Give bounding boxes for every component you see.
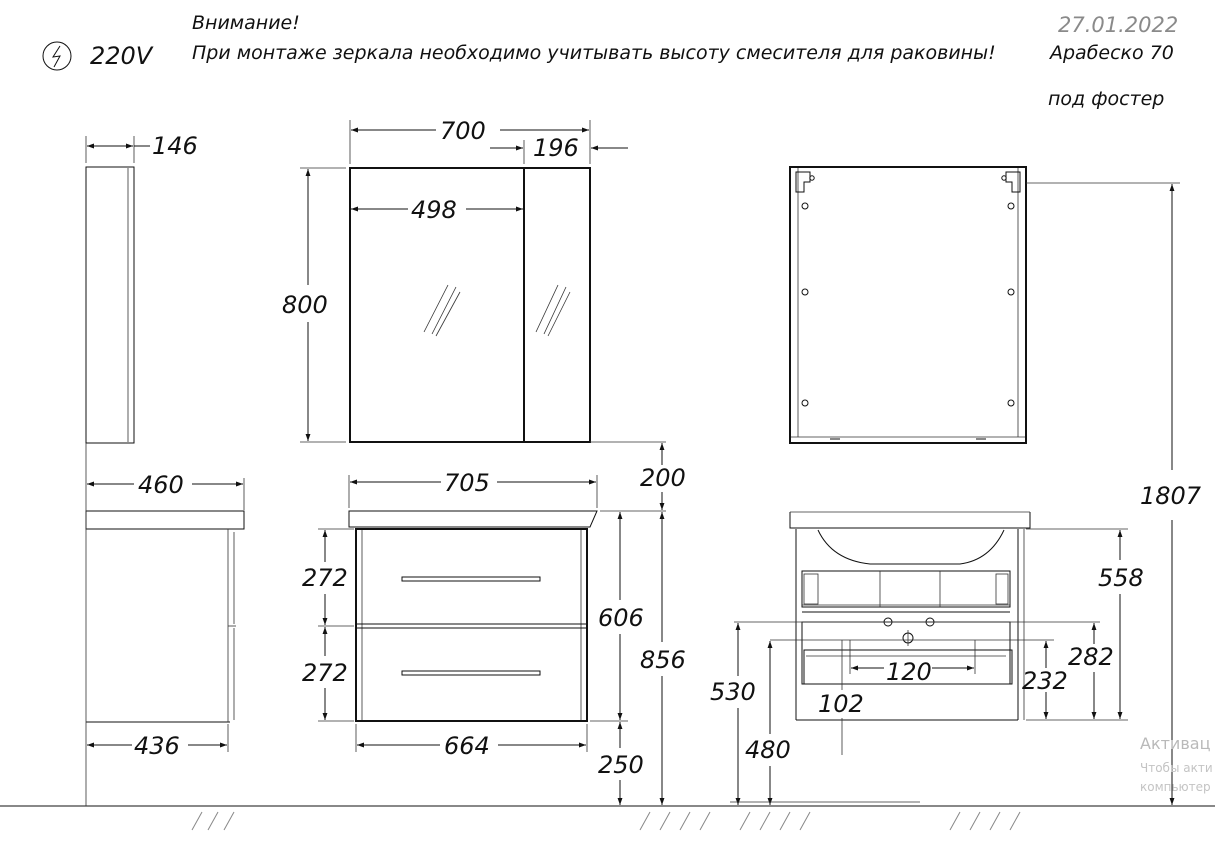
dim-cabinet-depth: 436 bbox=[134, 732, 180, 760]
dim-drawer-1-height: 272 bbox=[302, 564, 348, 592]
dim-pipe-bottom-height: 480 bbox=[745, 736, 791, 764]
dim-mirror-width: 700 bbox=[440, 117, 486, 145]
dim-pipe-zone-height: 282 bbox=[1068, 643, 1114, 671]
watermark-line-1: Чтобы акти bbox=[1140, 761, 1213, 775]
dim-gap-to-basin: 200 bbox=[640, 464, 686, 492]
drawer-1-handle bbox=[401, 576, 541, 582]
dim-mirror-depth: 146 bbox=[152, 132, 198, 160]
lightning-bolt-circle-icon bbox=[42, 41, 72, 71]
voltage-label: 220V bbox=[90, 42, 154, 70]
drawing-date: 27.01.2022 bbox=[1058, 13, 1178, 37]
warning-text: При монтаже зеркала необходимо учитывать… bbox=[192, 42, 996, 64]
watermark-line-2: компьютер bbox=[1140, 780, 1211, 794]
mirror-front-view: 700 196 498 800 200 bbox=[282, 117, 686, 512]
watermark-title: Активац bbox=[1140, 734, 1211, 753]
drawer-2-handle bbox=[401, 670, 541, 676]
dim-cabinet-width: 664 bbox=[444, 732, 490, 760]
floor bbox=[0, 443, 1215, 831]
activation-watermark: Активац Чтобы акти компьютер bbox=[1140, 734, 1213, 794]
model-name: Арабеско 70 bbox=[1048, 42, 1174, 64]
cabinet-side-view: 460 436 bbox=[85, 471, 245, 760]
floor-hatch-icon bbox=[191, 811, 1021, 831]
mirror-side-view: 146 bbox=[85, 132, 198, 444]
cabinet-front-view: 705 272 272 664 606 856 250 bbox=[302, 469, 686, 805]
dim-basin-depth: 460 bbox=[138, 471, 184, 499]
dim-pipe-top-height: 530 bbox=[710, 678, 756, 706]
power-symbol: 220V bbox=[42, 41, 154, 71]
dim-basin-width: 705 bbox=[444, 469, 490, 497]
warning-title: Внимание! bbox=[192, 12, 300, 34]
dim-pipe-offset: 102 bbox=[818, 690, 864, 718]
dim-pipe-zone-inner: 232 bbox=[1022, 667, 1068, 695]
glass-reflection-icon bbox=[423, 284, 571, 337]
dim-cabinet-height: 606 bbox=[598, 604, 644, 632]
dim-drawer-2-height: 272 bbox=[302, 659, 348, 687]
dim-pipe-spacing: 120 bbox=[886, 658, 932, 686]
mirror-rear-view: 1807 bbox=[789, 166, 1202, 805]
dim-mirror-side-width: 196 bbox=[533, 134, 579, 162]
dim-mirror-height: 800 bbox=[282, 291, 328, 319]
dim-rear-cabinet-height: 558 bbox=[1098, 564, 1144, 592]
dim-floor-clearance: 250 bbox=[598, 751, 644, 779]
model-note: под фостер bbox=[1048, 88, 1164, 110]
dim-height-to-basin: 856 bbox=[640, 646, 686, 674]
dim-mirror-door-width: 498 bbox=[411, 196, 457, 224]
dim-total-height: 1807 bbox=[1140, 482, 1202, 510]
cabinet-rear-view: 558 282 232 120 102 530 480 bbox=[710, 511, 1144, 805]
